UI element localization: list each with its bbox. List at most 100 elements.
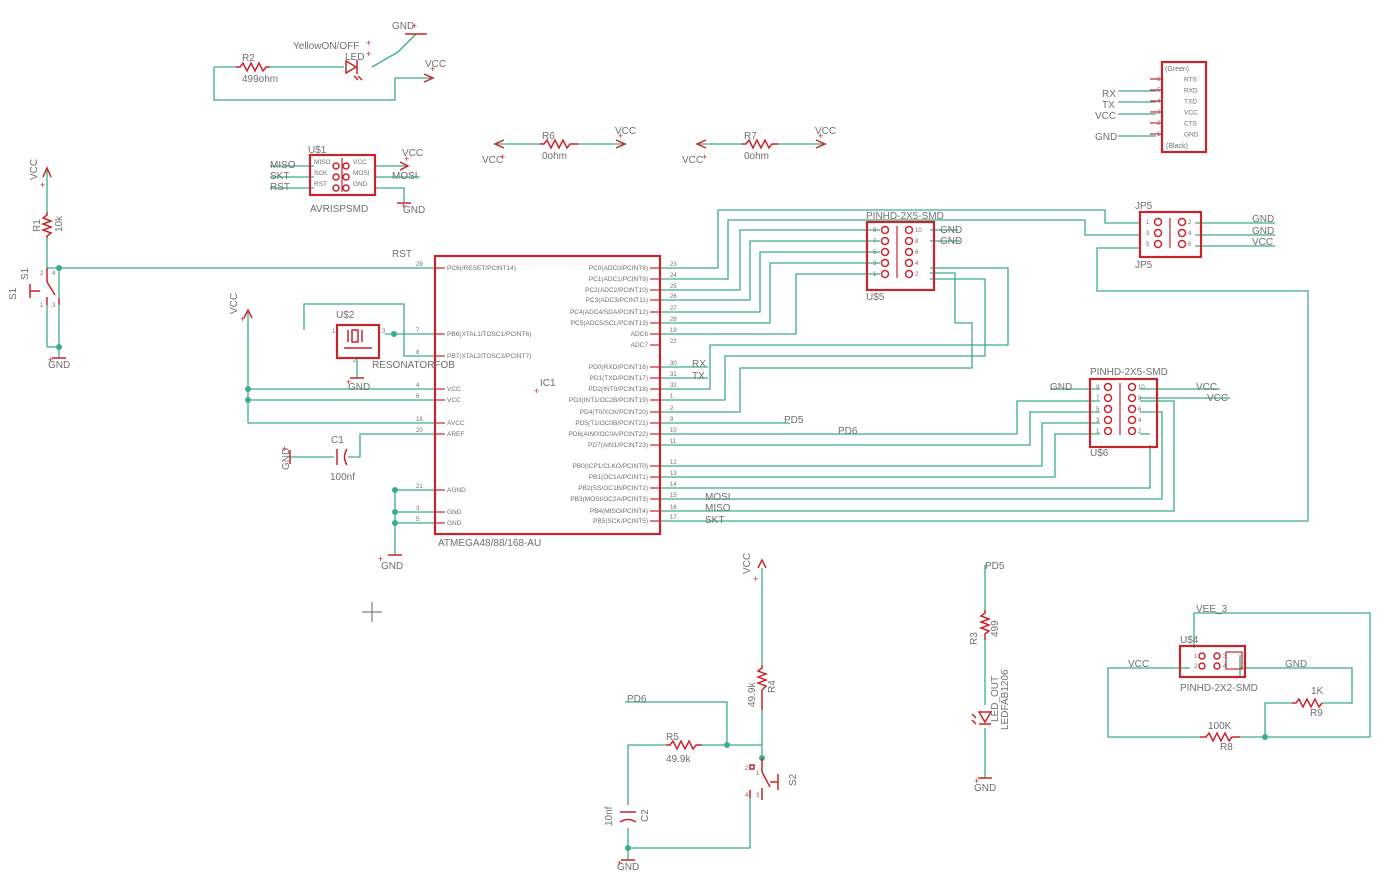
svg-text:VCC: VCC bbox=[229, 293, 240, 314]
mcu-pin-number: 17 bbox=[670, 515, 677, 521]
header-pin-number: 3 bbox=[1146, 231, 1150, 237]
u6-gnd: GND bbox=[1050, 382, 1072, 393]
r2-resistor[interactable]: R2 499ohm bbox=[236, 53, 278, 85]
svg-text:VCC: VCC bbox=[29, 159, 40, 180]
svg-text:VCC: VCC bbox=[425, 59, 446, 70]
mcu-pin-number: 22 bbox=[670, 339, 677, 345]
mcu-pin-number: 1 bbox=[670, 394, 674, 400]
vcc-symbol: VCC+ bbox=[423, 59, 446, 83]
header-pin-number: 2 bbox=[1138, 429, 1142, 435]
svg-text:U$2: U$2 bbox=[336, 310, 355, 321]
u2-resonator[interactable]: 1 2 3 U$2 RESONATORFOB bbox=[332, 310, 455, 371]
mcu-pin-number: 31 bbox=[670, 372, 677, 378]
r6-resistor[interactable]: R6 0ohm bbox=[540, 131, 578, 162]
power-symbols: GND+ VCC+ VCC+ VCC+ VCC+ VCC+ VCC+ VCC+ … bbox=[29, 21, 1307, 873]
mcu-pin-name: PD1(TXD/PCINT17) bbox=[589, 375, 648, 382]
r3-resistor[interactable]: R3 499 bbox=[969, 610, 1001, 645]
svg-text:10k: 10k bbox=[54, 215, 65, 232]
gnd-symbol: GND+ bbox=[392, 21, 427, 35]
header-pad bbox=[1177, 228, 1187, 238]
mcu-pin-number: 2 bbox=[670, 406, 674, 412]
mcu-pin-number: 25 bbox=[670, 284, 677, 290]
svg-text:4: 4 bbox=[745, 793, 749, 799]
mcu-pin-name: PD6(AIN0/OC0A/PCINT22) bbox=[569, 431, 648, 438]
mcu-pin-name: PB7(XTAL2/TOSC2/PCINT7) bbox=[447, 353, 531, 360]
svg-text:AVRISPSMD: AVRISPSMD bbox=[310, 204, 368, 215]
c1-capacitor[interactable]: C1 100nf bbox=[330, 435, 355, 483]
wires bbox=[46, 33, 1371, 860]
svg-text:S1: S1 bbox=[20, 267, 31, 280]
ftdi-pin-number: 2 bbox=[1157, 121, 1161, 127]
svg-text:100nf: 100nf bbox=[330, 472, 355, 483]
r7-resistor[interactable]: R7 0ohm bbox=[742, 131, 778, 162]
vcc-symbol: VCC+ bbox=[29, 159, 52, 190]
mcu-pin-number: 4 bbox=[416, 383, 420, 389]
mcu-pin-name: PD3(INT1/OC2B/PCINT19) bbox=[569, 397, 648, 404]
svg-text:4: 4 bbox=[52, 271, 56, 277]
s1-switch[interactable]: 2 4 1 3 S1 S1 bbox=[8, 267, 60, 309]
r1-resistor[interactable]: R1 10k bbox=[32, 212, 65, 238]
u4-header-2x2[interactable]: 1 2 3 4 U$4 PINHD-2X2-SMD bbox=[1178, 635, 1258, 694]
svg-text:LED_OUT: LED_OUT bbox=[990, 676, 1001, 722]
mcu-pin-name: AGND bbox=[447, 487, 466, 494]
svg-text:+: + bbox=[378, 554, 383, 564]
led-out[interactable]: LED_OUT LEDFAB1206 bbox=[971, 669, 1011, 730]
ftdi-tx: TX bbox=[1102, 100, 1115, 111]
svg-text:+: + bbox=[974, 776, 979, 786]
mcu-pin-number: 24 bbox=[670, 273, 677, 279]
svg-text:GND: GND bbox=[381, 561, 403, 572]
r5-resistor[interactable]: R5 49.9k bbox=[666, 732, 702, 765]
u1-avrisp-header[interactable]: MISO SCK RST VCC MOSI GND U$1 AVRISPSMD … bbox=[270, 145, 418, 215]
header-pin-number: 7 bbox=[873, 239, 877, 245]
s2-switch[interactable]: 2 1 4 3 S2 bbox=[745, 758, 799, 800]
header-pin-number: 9 bbox=[1096, 385, 1100, 391]
r2-value: 499ohm bbox=[242, 74, 278, 85]
header-pad bbox=[880, 247, 890, 257]
led-yellow-name: YellowON/OFF bbox=[293, 41, 359, 52]
r8-resistor[interactable]: 100K R8 bbox=[1200, 721, 1240, 753]
gnd-symbol: GND+ bbox=[397, 201, 425, 216]
ftdi-pin-name: TXD bbox=[1184, 99, 1197, 106]
gnd-symbol: GND+ bbox=[48, 355, 70, 371]
header-pin-number: 1 bbox=[1146, 220, 1150, 226]
r9-resistor[interactable]: 1K R9 bbox=[1292, 686, 1324, 719]
svg-text:U$1: U$1 bbox=[308, 145, 327, 156]
led-yellow-ref: LED bbox=[345, 52, 364, 63]
led-yellow[interactable]: YellowON/OFF LED + + bbox=[293, 38, 371, 81]
header-pin-number: 6 bbox=[915, 250, 919, 256]
header-pin-number: 5 bbox=[873, 250, 877, 256]
mcu-pin-name: PD0(RXD/PCINT16) bbox=[589, 364, 648, 371]
header-pin-number: 4 bbox=[915, 261, 919, 267]
ftdi-pin-name: RTS bbox=[1184, 77, 1198, 84]
u6-vcc1: VCC bbox=[1196, 382, 1217, 393]
svg-text:+: + bbox=[430, 64, 435, 74]
svg-text:GND: GND bbox=[617, 862, 639, 873]
net-labels: RST RX TX PD5 PD6 MOSI MISO SKT PD5 PD6 bbox=[392, 249, 1005, 705]
mcu-pin-number: 26 bbox=[670, 294, 677, 300]
mcu-pin-name: PC0(ADC0/PCINT8) bbox=[589, 265, 648, 272]
header-pad bbox=[1127, 404, 1137, 414]
mcu-pin-number: 16 bbox=[670, 505, 677, 511]
c2-capacitor[interactable]: 10nf C2 bbox=[604, 806, 651, 826]
mcu-pin-name: PD4(T0/XCK/PCINT20) bbox=[580, 409, 648, 416]
svg-text:U$5: U$5 bbox=[866, 292, 885, 303]
r4-resistor[interactable]: 49.9k R4 bbox=[747, 665, 778, 710]
svg-text:4: 4 bbox=[1223, 664, 1227, 670]
svg-text:R8: R8 bbox=[1220, 742, 1233, 753]
svg-text:MISO: MISO bbox=[270, 160, 296, 171]
header-pad bbox=[1177, 239, 1187, 249]
svg-text:2: 2 bbox=[1194, 664, 1198, 670]
svg-text:49.9k: 49.9k bbox=[666, 754, 691, 765]
net-rst: RST bbox=[392, 249, 412, 260]
header-pad bbox=[1103, 382, 1113, 392]
svg-text:1: 1 bbox=[40, 303, 44, 309]
net-pd5-led: PD5 bbox=[985, 561, 1005, 572]
svg-text:S1: S1 bbox=[8, 287, 19, 300]
